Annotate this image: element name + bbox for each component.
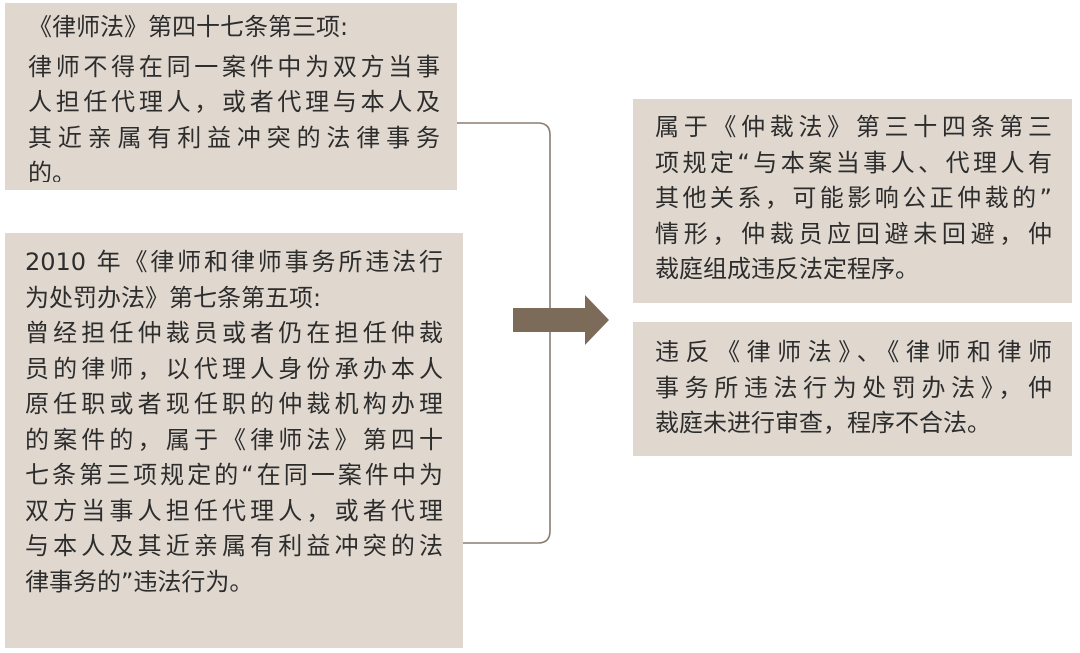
measures-body-line: 员的律师，以代理人身份承办本人 xyxy=(25,354,443,383)
measures-body-line: 双方当事人担任代理人，或者代理 xyxy=(25,496,443,525)
conclusion-line: 违反《律师法》、《律师和律师 xyxy=(655,338,1052,366)
conclusion-line: 情形，仲裁员应回避未回避，仲 xyxy=(655,219,1052,248)
lawyers-law-article-text: 《律师法》第四十七条第三项: 律师不得在同一案件中为双方当事 人担任代理人，或者… xyxy=(28,10,440,182)
measures-body-line: 与本人及其近亲属有利益冲突的法 xyxy=(25,532,443,560)
measures-body-line: 律事务的”违法行为。 xyxy=(25,567,254,596)
article-heading-line: 《律师法》第四十七条第三项: xyxy=(28,13,349,41)
measures-body-line: 曾经担任仲裁员或者仍在担任仲裁 xyxy=(25,319,443,347)
conclusion-line: 项规定“与本案当事人、代理人有 xyxy=(655,148,1052,177)
arbitration-conclusion-text: 属于《仲裁法》第三十四条第三 项规定“与本案当事人、代理人有 其他关系，可能影响… xyxy=(655,110,1052,295)
conclusion-line: 其他关系，可能影响公正仲裁的” xyxy=(655,184,1052,212)
penalty-measures-text: 2010 年《律师和律师事务所违法行 为处罚办法》第七条第五项: 曾经担任仲裁员… xyxy=(25,245,443,637)
article-body-line: 的。 xyxy=(28,159,76,182)
conclusion-line: 事务所违法行为处罚办法》，仲 xyxy=(655,373,1052,402)
lawyers-law-article-box: 《律师法》第四十七条第三项: 律师不得在同一案件中为双方当事 人担任代理人，或者… xyxy=(5,3,457,190)
penalty-measures-box: 2010 年《律师和律师事务所违法行 为处罚办法》第七条第五项: 曾经担任仲裁员… xyxy=(5,233,463,648)
measures-body-line: 的案件的，属于《律师法》第四十 xyxy=(25,425,443,454)
conclusion-line: 裁庭未进行审查，程序不合法。 xyxy=(655,409,991,437)
bracket-connector xyxy=(457,122,551,544)
review-conclusion-text: 违反《律师法》、《律师和律师 事务所违法行为处罚办法》，仲 裁庭未进行审查，程序… xyxy=(655,335,1052,447)
no-review-conclusion-box: 违反《律师法》、《律师和律师 事务所违法行为处罚办法》，仲 裁庭未进行审查，程序… xyxy=(633,322,1072,456)
article-body-line: 人担任代理人，或者代理与本人及 xyxy=(28,88,440,116)
conclusion-line: 裁庭组成违反法定程序。 xyxy=(655,255,919,283)
article-body-line: 律师不得在同一案件中为双方当事 xyxy=(28,52,440,81)
measures-heading-line: 2010 年《律师和律师事务所违法行 xyxy=(25,248,443,276)
article-body-line: 其近亲属有利益冲突的法律事务 xyxy=(28,123,440,152)
measures-body-line: 七条第三项规定的“在同一案件中为 xyxy=(25,461,443,489)
arbitration-conflict-conclusion-box: 属于《仲裁法》第三十四条第三 项规定“与本案当事人、代理人有 其他关系，可能影响… xyxy=(633,99,1072,303)
measures-body-line: 原任职或者现任职的仲裁机构办理 xyxy=(25,390,443,418)
measures-heading-line: 为处罚办法》第七条第五项: xyxy=(25,283,322,312)
right-arrow xyxy=(513,295,609,345)
conclusion-line: 属于《仲裁法》第三十四条第三 xyxy=(655,113,1052,141)
